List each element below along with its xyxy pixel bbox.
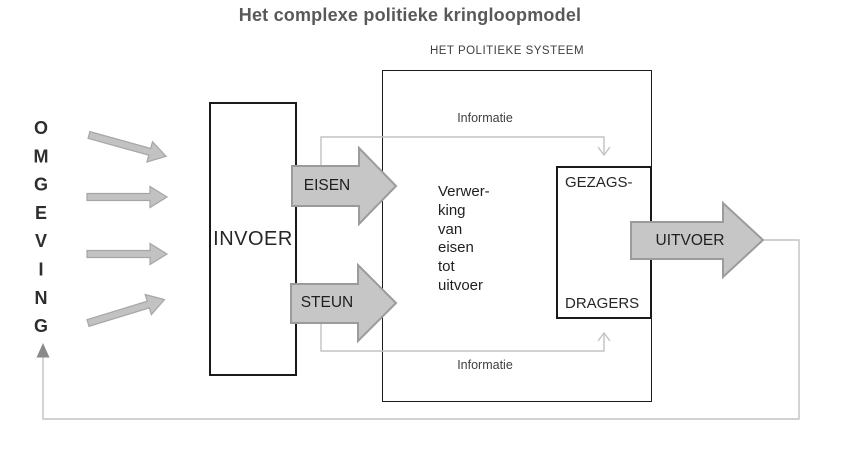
environment-input-arrow-4 (86, 293, 166, 328)
political-system-label: HET POLITIEKE SYSTEEM (429, 45, 585, 57)
invoer-box: INVOER (209, 102, 297, 376)
informatie-bottom-label: Informatie (457, 358, 513, 372)
informatie-top-arrowhead-icon (597, 146, 611, 157)
processing-text: Verwer- king van eisen tot uitvoer (438, 183, 490, 294)
outer-feedback-loop-line (42, 239, 800, 420)
gezagsdragers-bottom-label: DRAGERS (565, 295, 640, 312)
steun-arrow (290, 262, 398, 344)
invoer-label: INVOER (213, 227, 293, 250)
diagram-title: Het complexe politieke kringloopmodel (238, 5, 582, 25)
steun-arrow-label: STEUN (300, 294, 354, 311)
uitvoer-arrow (630, 200, 765, 280)
omgeving-vertical-label: OMGEVING (31, 118, 51, 345)
environment-input-arrow-3 (86, 242, 169, 266)
informatie-top-label: Informatie (457, 111, 513, 125)
eisen-arrow-label: EISEN (303, 177, 351, 194)
informatie-bottom-arrowhead-icon (597, 331, 611, 342)
environment-input-arrow-1 (87, 130, 168, 163)
eisen-arrow (291, 145, 398, 227)
gezagsdragers-top-label: GEZAGS- (565, 174, 633, 191)
uitvoer-arrow-label: UITVOER (655, 232, 725, 249)
outer-feedback-loop-arrowhead-icon (36, 343, 50, 358)
environment-input-arrow-2 (86, 185, 169, 209)
